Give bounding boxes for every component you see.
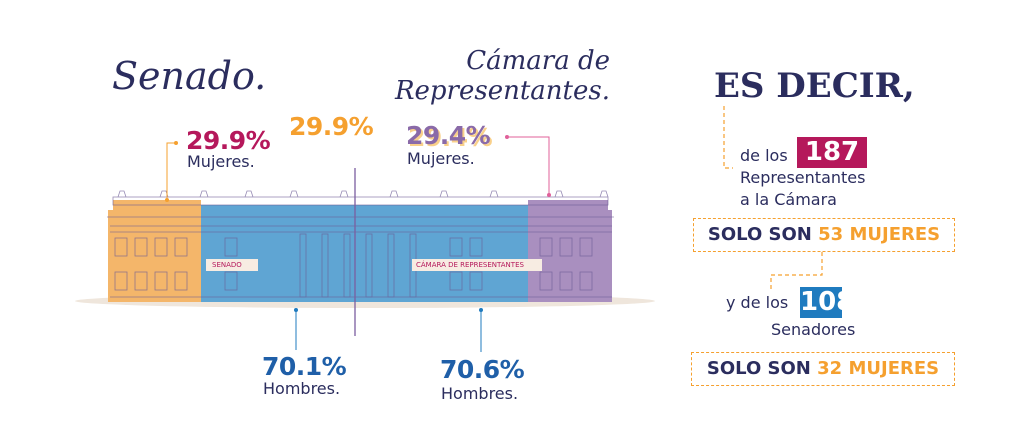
urn (199, 190, 209, 198)
camara-line3: a la Cámara (740, 190, 837, 209)
urn (244, 190, 254, 198)
camara-mujeres-label: Mujeres. (407, 149, 475, 168)
urn (289, 190, 299, 198)
senado-hombres-label: Hombres. (263, 379, 341, 398)
center-pct: 29.9% (289, 112, 374, 141)
column (321, 233, 329, 298)
senado-result-box: SOLO SON 32 MUJERES (691, 352, 955, 386)
column (343, 233, 351, 298)
camara-result-prefix: SOLO SON (707, 224, 812, 245)
senado-sign: SENADO (206, 259, 258, 271)
summary-heading: ES DECIR, (714, 66, 915, 106)
senado-mujeres-label: Mujeres. (187, 152, 255, 171)
urn (599, 190, 609, 198)
building-outline (107, 190, 614, 298)
senado-hombres-pct: 70.1% (262, 352, 347, 381)
camara-hombres-pct: 70.6% (440, 355, 525, 384)
urn (439, 190, 449, 198)
urn (389, 190, 399, 198)
senado-result-value: 32 MUJERES (817, 358, 940, 379)
urn (554, 190, 564, 198)
camara-mujeres-pct: 29.4% (406, 121, 491, 150)
camara-sign: CÁMARA DE REPRESENTANTES (412, 259, 542, 271)
senado-title: Senado. (112, 54, 267, 98)
urn (339, 190, 349, 198)
senado-mujeres-pct: 29.9% (186, 126, 271, 155)
senado-result-prefix: SOLO SON (706, 358, 811, 379)
camara-result-box: SOLO SON 53 MUJERES (693, 218, 955, 252)
camara-total-badge: 187 (797, 137, 867, 168)
urn (489, 190, 499, 198)
column (299, 233, 307, 298)
camara-hombres-label: Hombres. (441, 384, 519, 403)
building-sections (108, 200, 612, 302)
camara-title-line1: Cámara de (466, 46, 610, 76)
camara-result-value: 53 MUJERES (818, 224, 941, 245)
column (387, 233, 395, 298)
senado-line2: Senadores (771, 320, 856, 339)
urn (117, 190, 127, 198)
camara-line2: Representantes (740, 168, 866, 187)
senado-total-badge: 108 (800, 287, 855, 318)
camara-prefix: de los (740, 146, 788, 165)
connector-dot (174, 141, 178, 145)
senado-prefix: y de los (726, 293, 789, 312)
column (365, 233, 373, 298)
camara-title-line2: Representantes. (394, 76, 610, 106)
